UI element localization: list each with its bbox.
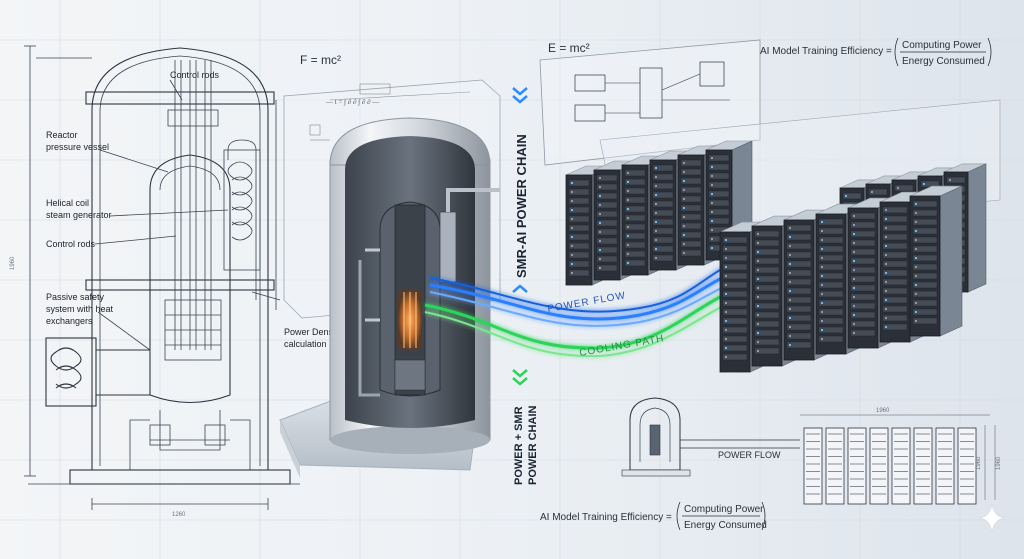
mini-height-dim-2: 1960 [996,456,1002,470]
dimension-side: 1960 [10,256,16,270]
dimension-bottom: 1260 [172,512,186,518]
svg-text:— t = ∫ ∂ ∂ ∫ ∂ ∂ —: — t = ∫ ∂ ∂ ∫ ∂ ∂ — [325,98,380,106]
reactor-blueprint [24,45,300,510]
chain-arrows-up [512,87,528,293]
mini-rack [957,427,977,505]
eff-bottom-numerator: Computing Power [684,504,764,515]
mini-rack [869,427,889,505]
label-reactor-vessel-1: Reactor [46,130,78,140]
mini-width-dim: 1960 [876,408,890,414]
server-racks [565,140,987,373]
chain-title-lower-2: POWER CHAIN [527,406,539,486]
efficiency-formula-top: AI Model Training Efficiency = Computing… [760,37,992,67]
eff-top-denominator: Energy Consumed [902,56,985,67]
eff-bottom-denominator: Energy Consumed [684,520,767,531]
mini-rack [847,427,867,505]
mini-rack [913,427,933,505]
server-rack [909,185,963,337]
label-cooling-path: COOLING PATH [579,333,666,359]
sparkle-icon [979,503,1005,533]
label-control-rods-mid: Control rods [46,239,96,249]
eff-top-numerator: Computing Power [902,40,982,51]
mini-height-dim-1: 1960 [976,456,982,470]
chain-title-upper: SMR-AI POWER CHAIN [514,134,529,278]
chain-title-lower-1: POWER + SMR [513,406,525,485]
mini-rack [825,427,845,505]
mini-rack [935,427,955,505]
mini-rack-row [803,427,977,505]
mini-rack [891,427,911,505]
chain-arrows-down [512,369,528,386]
label-steam-gen-2: steam generator [46,210,112,220]
label-passive-2: system with heat [46,304,114,314]
mini-schematic [621,397,996,500]
formula-emc-right: E = mc² [548,41,590,55]
label-control-rods-top: Control rods [170,70,220,80]
eff-bottom-prefix: AI Model Training Efficiency = [540,512,672,523]
mini-rack [803,427,823,505]
label-passive-3: exchangers [46,316,93,326]
formula-emc-left: F = mc² [300,53,341,67]
label-density-1: Power Density [284,327,343,337]
label-power-flow-bottom: POWER FLOW [718,450,781,460]
label-steam-gen-1: Helical coil [46,198,89,208]
cooling-flow-lines [424,290,736,358]
label-density-2: calculation [284,339,327,349]
eff-top-prefix: AI Model Training Efficiency = [760,46,892,57]
efficiency-formula-bottom: AI Model Training Efficiency = Computing… [540,501,767,531]
label-reactor-vessel-2: pressure vessel [46,142,109,152]
label-passive-1: Passive safety [46,292,105,302]
power-flow-lines [429,261,746,327]
